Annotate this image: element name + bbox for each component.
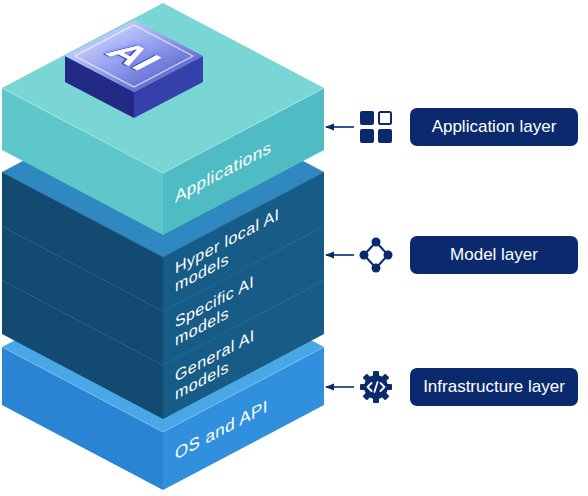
application-slab: ApplicationsAI bbox=[2, 3, 324, 235]
gear-body bbox=[360, 371, 392, 403]
chip-rim bbox=[75, 25, 193, 87]
icon-square bbox=[360, 129, 374, 143]
code-symbol bbox=[368, 382, 385, 392]
layer-label: Application layer bbox=[356, 108, 578, 146]
icon-dot bbox=[372, 264, 381, 273]
gear-icon bbox=[358, 369, 394, 405]
icon-dot bbox=[384, 251, 393, 260]
ai-logo-text: AI bbox=[99, 37, 170, 74]
slab-edge bbox=[2, 347, 324, 432]
icon-dot bbox=[360, 251, 369, 260]
icon-square bbox=[379, 112, 391, 124]
layer-label: Infrastructure layer bbox=[356, 368, 578, 406]
layer-pill: Infrastructure layer bbox=[410, 368, 578, 406]
grid-icon bbox=[358, 109, 394, 145]
layer-title: Infrastructure layer bbox=[423, 377, 565, 397]
ai-chip: AI bbox=[65, 20, 203, 118]
slab-left-face bbox=[2, 347, 163, 490]
slab-edge bbox=[2, 280, 324, 365]
pointer-arrow bbox=[326, 254, 354, 256]
icon-dot bbox=[372, 238, 381, 247]
layer-title: Model layer bbox=[450, 245, 538, 265]
network-icon bbox=[358, 237, 394, 273]
slab-edge bbox=[2, 226, 324, 311]
chip-top-face bbox=[65, 20, 203, 92]
layer-pill: Application layer bbox=[410, 108, 578, 146]
pointer-arrow bbox=[326, 386, 354, 388]
slab-right-face bbox=[163, 347, 324, 490]
layer-label: Model layer bbox=[356, 236, 578, 274]
layer-title: Application layer bbox=[432, 117, 557, 137]
icon-square bbox=[378, 129, 392, 143]
pointer-arrow bbox=[326, 126, 354, 128]
layer-pill: Model layer bbox=[410, 236, 578, 274]
icon-square bbox=[360, 111, 374, 125]
